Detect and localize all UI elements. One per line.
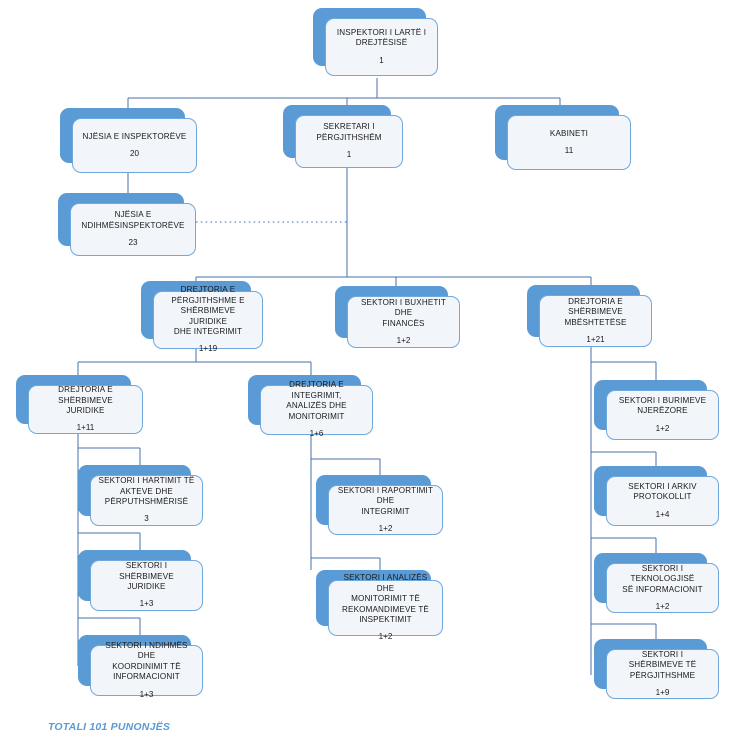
node-title: SEKTORI I RAPORTIMIT DHE INTEGRIMIT bbox=[337, 485, 434, 516]
node-sektori-i-ndihmes-dhe-koordinimit[interactable]: SEKTORI I NDIHMËS DHE KOORDINIMIT TË INF… bbox=[78, 635, 203, 699]
node-title: SEKRETARI I PËRGJITHSHËM bbox=[316, 122, 382, 142]
node-card: DREJTORIA E PËRGJITHSHME E SHËRBIMEVE JU… bbox=[153, 285, 263, 353]
node-sektori-i-analizes-dhe-monitorimit[interactable]: SEKTORI I ANALIZËS DHE MONITORIMIT TË RE… bbox=[316, 570, 443, 641]
node-title: SEKTORI I NDIHMËS DHE KOORDINIMIT TË INF… bbox=[105, 640, 188, 682]
node-card: SEKTORI I SHËRBIMEVE TË PËRGJITHSHME 1+9 bbox=[606, 649, 719, 699]
node-title: SEKTORI I HARTIMIT TË AKTEVE DHE PËRPUTH… bbox=[98, 476, 195, 506]
node-sektori-i-teknologjise-se-informacionit[interactable]: SEKTORI I TEKNOLOGJISË SË INFORMACIONIT … bbox=[594, 553, 719, 613]
node-title: SEKTORI I SHËRBIMEVE TË PËRGJITHSHME bbox=[628, 649, 697, 680]
node-title: SEKTORI I SHËRBIMEVE JURIDIKE bbox=[119, 561, 174, 591]
node-card: SEKTORI I NDIHMËS DHE KOORDINIMIT TË INF… bbox=[90, 641, 203, 699]
node-card: SEKTORI I ARKIV PROTOKOLLIT 1+4 bbox=[606, 476, 719, 526]
node-card: SEKTORI I HARTIMIT TË AKTEVE DHE PËRPUTH… bbox=[90, 475, 203, 526]
node-title: SEKTORI I BURIMEVE NJERËZORE bbox=[618, 395, 707, 416]
node-card: SEKTORI I TEKNOLOGJISË SË INFORMACIONIT … bbox=[606, 563, 719, 613]
node-title: SEKTORI I ANALIZËS DHE MONITORIMIT TË RE… bbox=[342, 573, 429, 624]
node-sektori-i-hartimit-te-akteve[interactable]: SEKTORI I HARTIMIT TË AKTEVE DHE PËRPUTH… bbox=[78, 465, 203, 526]
node-card: SEKTORI I SHËRBIMEVE JURIDIKE 1+3 bbox=[90, 560, 203, 611]
node-count: 23 bbox=[128, 238, 138, 248]
total-employees-label: TOTALI 101 PUNONJËS bbox=[48, 721, 171, 733]
node-kabineti[interactable]: KABINETI 11 bbox=[495, 105, 631, 170]
node-card: NJËSIA E INSPEKTORËVE 20 bbox=[72, 118, 197, 173]
node-card: SEKTORI I RAPORTIMIT DHE INTEGRIMIT 1+2 bbox=[328, 485, 443, 535]
node-title: SEKTORI I TEKNOLOGJISË SË INFORMACIONIT bbox=[622, 563, 703, 594]
node-sektori-i-burimeve-njerezore[interactable]: SEKTORI I BURIMEVE NJERËZORE 1+2 bbox=[594, 380, 719, 440]
node-count: 1+21 bbox=[586, 334, 605, 344]
node-inspektori-i-larte[interactable]: INSPEKTORI I LARTË I DREJTËSISË 1 bbox=[313, 8, 438, 76]
node-drejtoria-e-integrimit-analizes-monitorimit[interactable]: DREJTORIA E INTEGRIMIT, ANALIZËS DHE MON… bbox=[248, 375, 373, 438]
node-count: 1+2 bbox=[378, 632, 393, 642]
node-count: 1+2 bbox=[655, 601, 670, 611]
node-count: 1+2 bbox=[655, 423, 670, 433]
node-count: 1+2 bbox=[396, 335, 411, 345]
node-card: DREJTORIA E INTEGRIMIT, ANALIZËS DHE MON… bbox=[260, 380, 373, 438]
node-count: 1+19 bbox=[198, 344, 218, 354]
node-drejtoria-e-sherbimeve-juridike[interactable]: DREJTORIA E SHËRBIMEVE JURIDIKE 1+11 bbox=[16, 375, 143, 434]
node-sektori-i-sherbimeve-te-pergjithshme[interactable]: SEKTORI I SHËRBIMEVE TË PËRGJITHSHME 1+9 bbox=[594, 639, 719, 699]
node-drejtoria-e-sherbimeve-mbeshtetese[interactable]: DREJTORIA E SHËRBIMEVE MBËSHTETËSE 1+21 bbox=[527, 285, 652, 347]
node-sekretari-i-pergjithshem[interactable]: SEKRETARI I PËRGJITHSHËM 1 bbox=[283, 105, 403, 168]
node-title: INSPEKTORI I LARTË I DREJTËSISË bbox=[336, 27, 427, 48]
node-count: 1 bbox=[379, 55, 384, 65]
node-title: DREJTORIA E PËRGJITHSHME E SHËRBIMEVE JU… bbox=[171, 285, 245, 336]
node-card: SEKTORI I ANALIZËS DHE MONITORIMIT TË RE… bbox=[328, 573, 443, 641]
node-count: 1+2 bbox=[378, 523, 393, 533]
node-title: KABINETI bbox=[549, 128, 589, 138]
node-title: DREJTORIA E INTEGRIMIT, ANALIZËS DHE MON… bbox=[286, 380, 347, 421]
node-count: 11 bbox=[564, 146, 574, 155]
node-drejtoria-e-pergjithshme-sherbimeve-juridike[interactable]: DREJTORIA E PËRGJITHSHME E SHËRBIMEVE JU… bbox=[141, 281, 263, 353]
node-count: 1+4 bbox=[655, 509, 670, 519]
node-count: 1+11 bbox=[76, 423, 95, 433]
node-title: SEKTORI I BUXHETIT DHE FINANCËS bbox=[360, 297, 447, 328]
node-card: KABINETI 11 bbox=[507, 115, 631, 170]
node-sektori-i-buxhetit-dhe-finances[interactable]: SEKTORI I BUXHETIT DHE FINANCËS 1+2 bbox=[335, 286, 460, 348]
node-card: DREJTORIA E SHËRBIMEVE JURIDIKE 1+11 bbox=[28, 385, 143, 434]
node-sektori-i-sherbimeve-juridike[interactable]: SEKTORI I SHËRBIMEVE JURIDIKE 1+3 bbox=[78, 550, 203, 611]
node-card: NJËSIA E NDIHMËSINSPEKTORËVE 23 bbox=[70, 203, 196, 256]
node-sektori-i-raportimit-dhe-integrimit[interactable]: SEKTORI I RAPORTIMIT DHE INTEGRIMIT 1+2 bbox=[316, 475, 443, 535]
node-count: 1+9 bbox=[655, 687, 670, 697]
node-card: INSPEKTORI I LARTË I DREJTËSISË 1 bbox=[325, 18, 438, 76]
node-count: 3 bbox=[144, 514, 149, 524]
node-count: 1+3 bbox=[139, 599, 154, 609]
node-title: DREJTORIA E SHËRBIMEVE JURIDIKE bbox=[58, 385, 113, 415]
node-sektori-i-arkiv-protokollit[interactable]: SEKTORI I ARKIV PROTOKOLLIT 1+4 bbox=[594, 466, 719, 526]
node-card: SEKTORI I BUXHETIT DHE FINANCËS 1+2 bbox=[347, 296, 460, 348]
node-njesia-e-ndihmesinspektoreve[interactable]: NJËSIA E NDIHMËSINSPEKTORËVE 23 bbox=[58, 193, 196, 256]
node-card: SEKTORI I BURIMEVE NJERËZORE 1+2 bbox=[606, 390, 719, 440]
node-title: SEKTORI I ARKIV PROTOKOLLIT bbox=[628, 481, 697, 502]
node-count: 1 bbox=[346, 150, 352, 160]
node-count: 20 bbox=[129, 149, 139, 158]
node-njesia-e-inspektoreve[interactable]: NJËSIA E INSPEKTORËVE 20 bbox=[60, 108, 197, 173]
node-card: SEKRETARI I PËRGJITHSHËM 1 bbox=[295, 115, 403, 168]
node-count: 1+3 bbox=[139, 689, 154, 699]
node-title: NJËSIA E NDIHMËSINSPEKTORËVE bbox=[81, 210, 185, 230]
node-count: 1+6 bbox=[309, 429, 324, 439]
node-title: DREJTORIA E SHËRBIMEVE MBËSHTETËSE bbox=[564, 296, 627, 327]
node-title: NJËSIA E INSPEKTORËVE bbox=[82, 131, 187, 141]
node-card: DREJTORIA E SHËRBIMEVE MBËSHTETËSE 1+21 bbox=[539, 295, 652, 347]
